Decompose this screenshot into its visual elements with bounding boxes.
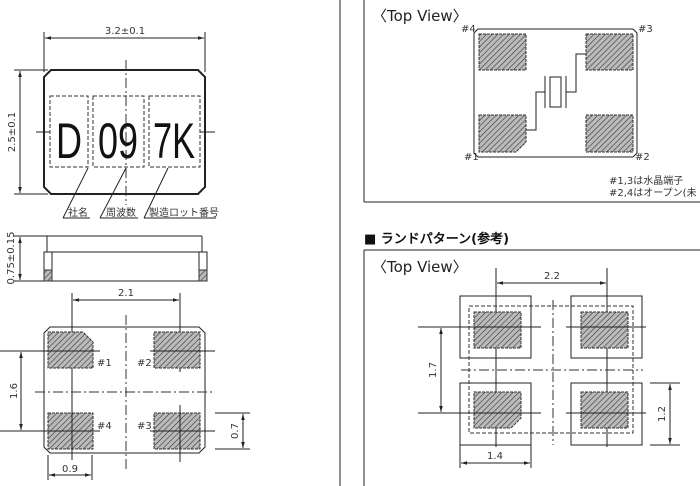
top-pin-1: #1 xyxy=(464,152,479,163)
land-pattern-title: 〈Top View〉 xyxy=(372,258,468,276)
pin-label-4: #4 xyxy=(97,421,112,432)
pad-2 xyxy=(153,331,201,369)
pin-label-1: #1 xyxy=(97,358,112,369)
bottom-view: 2.1 1.6 0.7 0.9 #1 #2 #3 #4 xyxy=(0,288,250,480)
label-lot-number: 製造ロット番号 xyxy=(149,206,219,219)
top-pin-3: #3 xyxy=(638,24,653,35)
top-pad-2 xyxy=(585,114,634,153)
side-view: 0.75±0.15 xyxy=(6,232,208,285)
label-frequency: 周波数 xyxy=(106,206,136,219)
top-pad-1 xyxy=(478,114,527,153)
pitch-y-dimension: 1.6 xyxy=(9,383,20,399)
package-top-outline xyxy=(473,28,638,158)
pad-height-dimension: 0.7 xyxy=(230,423,241,439)
marking-box-lot xyxy=(148,95,201,168)
pad-1 xyxy=(47,331,94,369)
pin-label-2: #2 xyxy=(137,358,152,369)
thickness-dimension: 0.75±0.15 xyxy=(6,232,17,285)
marking-frequency: 09 xyxy=(98,113,138,169)
pad-width-dimension: 0.9 xyxy=(62,464,78,475)
top-view-panel: 〈Top View〉 #4 #3 #1 #2 #1,3は水晶端子 #2,4はオー… xyxy=(363,0,700,203)
marking-lot: 7K xyxy=(153,113,195,169)
land-pitch-x-dimension: 2.2 xyxy=(544,271,560,282)
land-height-dimension: 1.2 xyxy=(657,406,668,422)
label-company: 社名 xyxy=(68,206,88,219)
note-open-pins: #2,4はオープン(未 xyxy=(609,187,697,199)
package-bottom-outline xyxy=(43,326,206,454)
top-pad-3 xyxy=(585,33,634,71)
package-outline xyxy=(43,69,206,195)
width-dimension: 3.2±0.1 xyxy=(105,26,145,37)
marking-box-frequency xyxy=(92,95,145,168)
land-width-dimension: 1.4 xyxy=(487,451,503,462)
pitch-x-dimension: 2.1 xyxy=(118,288,134,299)
land-pattern-panel: ■ ランドパターン(参考) 〈Top View〉 2.2 1.7 1.2 1.4 xyxy=(363,231,700,486)
height-dimension: 2.5±0.1 xyxy=(7,112,18,152)
crystal-symbol xyxy=(526,53,586,131)
package-side xyxy=(43,251,208,282)
top-pin-2: #2 xyxy=(635,152,650,163)
top-pad-4 xyxy=(478,33,527,71)
marking-box-company xyxy=(49,95,89,168)
top-view-title: 〈Top View〉 xyxy=(372,7,468,25)
land-pitch-y-dimension: 1.7 xyxy=(428,362,439,378)
marking-company: D xyxy=(56,113,82,169)
pin-label-3: #3 xyxy=(137,421,152,432)
land-4 xyxy=(570,382,643,446)
note-crystal-pins: #1,3は水晶端子 xyxy=(609,174,683,187)
outline-view: 3.2±0.1 2.5±0.1 D 09 7K 社名 周波数 製造ロット番号 xyxy=(7,26,219,219)
land-pattern-heading: ■ ランドパターン(参考) xyxy=(364,231,509,247)
land-3 xyxy=(459,382,532,446)
top-pin-4: #4 xyxy=(461,24,476,35)
